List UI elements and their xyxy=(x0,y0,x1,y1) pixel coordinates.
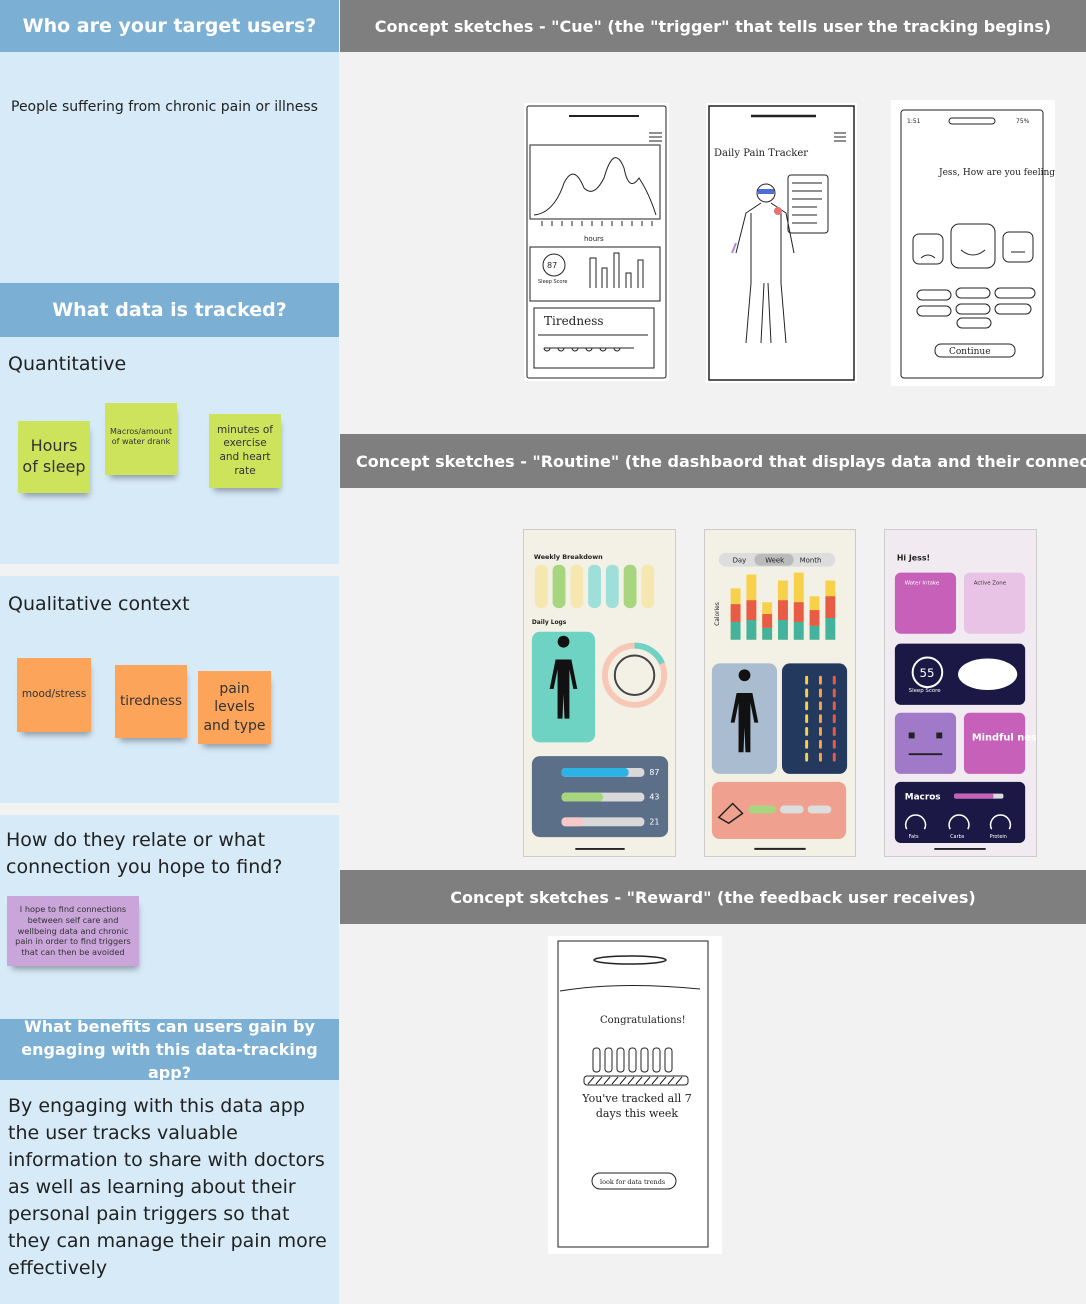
reward-button: look for data trends xyxy=(600,1178,665,1186)
routine3-macro-carbs: Carbs xyxy=(950,834,965,840)
sticky-note-tiredness[interactable]: tiredness xyxy=(115,665,187,738)
cue3-time: 1:51 xyxy=(907,118,921,125)
cue2-title: Daily Pain Tracker xyxy=(714,148,808,159)
target-users-answer: People suffering from chronic pain or il… xyxy=(11,99,318,115)
qualitative-label: Qualitative context xyxy=(8,593,190,615)
relation-question: How do they relate or what connection yo… xyxy=(6,829,283,878)
sticky-note-hours-of-sleep[interactable]: Hours of sleep xyxy=(18,421,90,493)
reward-message: You've tracked all 7 days this week xyxy=(582,1092,692,1120)
cue1-tiredness: Tiredness xyxy=(544,314,604,328)
routine-sketch-home-dashboard: Hi Jess! Water Intake Active Zone 55 Sle… xyxy=(884,529,1037,857)
cue-heading: Concept sketches - "Cue" (the "trigger" … xyxy=(340,0,1086,52)
routine3-sleep-label: Sleep Score xyxy=(909,688,942,694)
cue1-axis-label: hours xyxy=(584,235,604,243)
routine-sketch-weekly-breakdown: Weekly Breakdown Daily Logs 87 43 21 xyxy=(523,529,676,857)
cue3-greeting: Jess, How are you feeling? xyxy=(938,168,1055,178)
routine3-macro-fats: Fats xyxy=(909,834,919,840)
routine2-tab-week: Week xyxy=(765,557,784,565)
routine2-tab-month: Month xyxy=(800,557,822,565)
cue3-battery: 75% xyxy=(1016,118,1030,125)
routine3-macro-protein: Protein xyxy=(990,834,1007,840)
cue1-sleep-score: 87 xyxy=(547,261,557,270)
routine1-daily-logs: Daily Logs xyxy=(532,620,567,626)
cue-sketch-sleep-chart: hours 87 Sleep Score Tiredness xyxy=(524,103,669,381)
cue-sketch-mood-checkin: 1:51 75% Jess, How are you feeling? Cont… xyxy=(891,100,1055,386)
routine3-sleep-score: 55 xyxy=(920,666,935,680)
routine3-active: Active Zone xyxy=(974,580,1007,586)
routine2-ylabel: Calories xyxy=(715,602,721,626)
reward-heading: Concept sketches - "Reward" (the feedbac… xyxy=(340,870,1086,924)
sticky-note-macros[interactable]: Macros/amount of water drank xyxy=(105,403,177,475)
relation-panel: How do they relate or what connection yo… xyxy=(0,815,339,1019)
qualitative-panel: Qualitative context mood/stress tirednes… xyxy=(0,576,339,803)
benefits-panel: By engaging with this data app the user … xyxy=(0,1080,339,1304)
reward-sketch-congratulations: Congratulations! You've tracked all 7 da… xyxy=(548,936,722,1254)
data-tracked-heading: What data is tracked? xyxy=(0,283,339,337)
cue3-continue-button: Continue xyxy=(949,347,991,357)
routine1-value-2: 43 xyxy=(649,793,659,802)
sticky-note-mood[interactable]: mood/stress xyxy=(17,658,91,732)
routine3-macros: Macros xyxy=(905,793,941,803)
routine1-value-1: 87 xyxy=(649,768,659,777)
routine3-mindful: Mindful ness xyxy=(972,732,1036,743)
routine1-title: Weekly Breakdown xyxy=(534,553,603,561)
cue1-sleep-label: Sleep Score xyxy=(538,279,567,285)
reward-title: Congratulations! xyxy=(600,1015,686,1026)
routine3-greeting: Hi Jess! xyxy=(897,554,930,563)
cue-sketch-pain-tracker: Daily Pain Tracker xyxy=(706,103,857,383)
routine1-value-3: 21 xyxy=(649,817,659,826)
target-users-panel: People suffering from chronic pain or il… xyxy=(0,52,339,283)
routine-sketch-calorie-chart: Day Week Month Calories xyxy=(704,529,856,857)
sticky-note-pain-levels[interactable]: pain levels and type xyxy=(198,671,271,744)
target-users-heading: Who are your target users? xyxy=(0,0,339,52)
quantitative-label: Quantitative xyxy=(8,353,127,375)
quantitative-panel: Quantitative Hours of sleep Macros/amoun… xyxy=(0,337,339,564)
benefits-answer: By engaging with this data app the user … xyxy=(8,1095,327,1279)
routine2-tab-day: Day xyxy=(733,557,747,565)
routine-heading: Concept sketches - "Routine" (the dashba… xyxy=(340,434,1086,488)
benefits-heading: What benefits can users gain by engaging… xyxy=(0,1017,339,1082)
sticky-note-exercise[interactable]: minutes of exercise and heart rate xyxy=(209,414,281,488)
sticky-note-connections[interactable]: I hope to find connections between self … xyxy=(7,896,139,966)
routine3-water: Water Intake xyxy=(905,580,940,586)
routine2-bars xyxy=(730,572,836,640)
